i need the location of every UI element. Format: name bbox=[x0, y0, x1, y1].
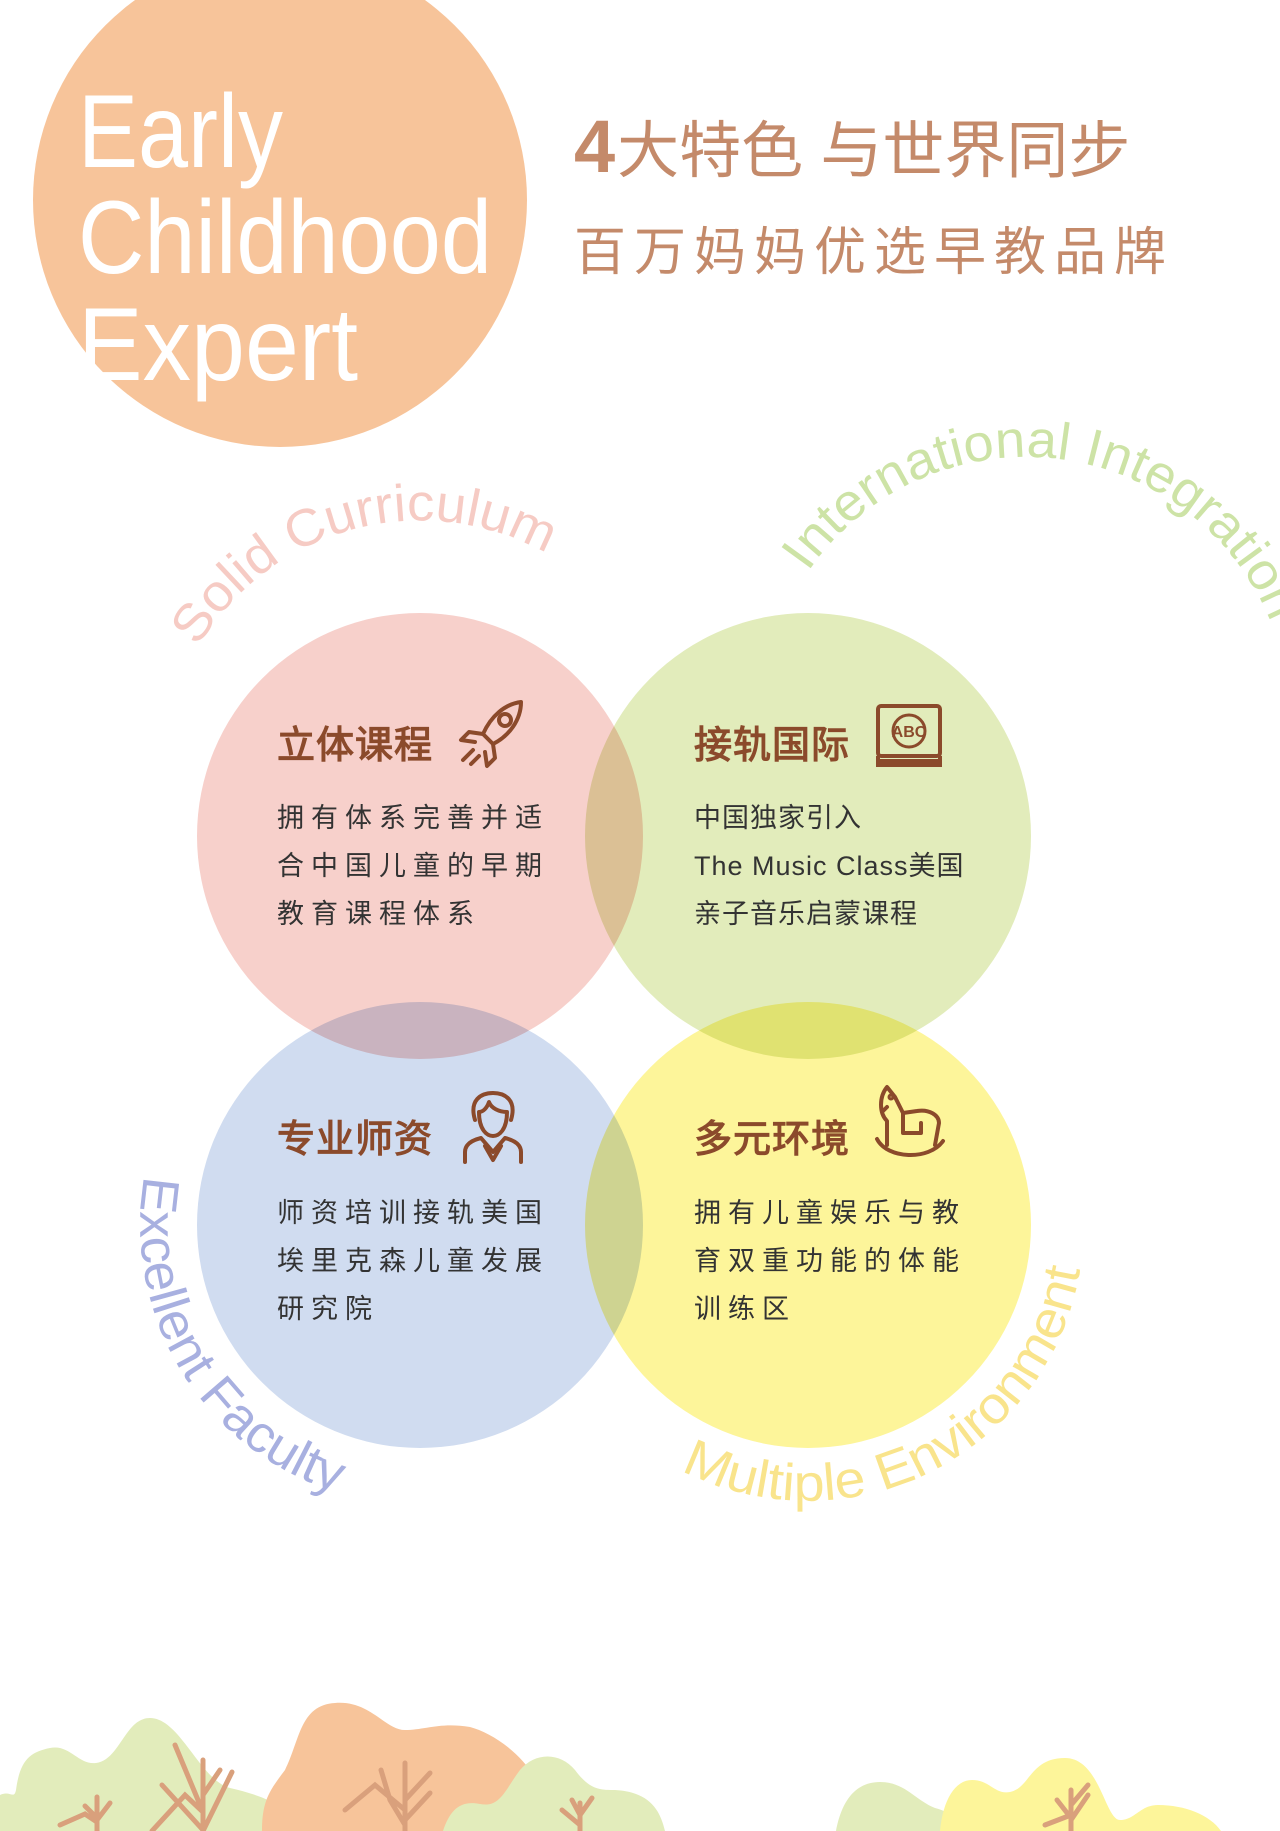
bushes-illustration bbox=[0, 1702, 1221, 1831]
main-heading: 4大特色 与世界同步 bbox=[574, 102, 1130, 197]
feature-text-international: 中国独家引入 The Music Class美国 亲子音乐启蒙课程 bbox=[694, 794, 965, 938]
hero-line-early: Early bbox=[78, 74, 283, 190]
heading-title: 大特色 与世界同步 bbox=[617, 117, 1131, 186]
feature-text-curriculum: 拥有体系完善并适 合中国儿童的早期 教育课程体系 bbox=[277, 794, 549, 938]
circle-faculty bbox=[197, 1002, 643, 1448]
feature-line: 训练区 bbox=[694, 1294, 796, 1324]
feature-line: 合中国儿童的早期 bbox=[277, 851, 549, 881]
hero-line-expert: Expert bbox=[78, 287, 358, 403]
abc-book-icon: ABC bbox=[876, 704, 942, 767]
feature-line: 拥有体系完善并适 bbox=[277, 803, 549, 833]
arc-label-international: International Integration bbox=[771, 411, 1280, 628]
feature-line: 师资培训接轨美国 bbox=[277, 1198, 549, 1228]
feature-title-faculty: 专业师资 bbox=[277, 1119, 434, 1161]
heading-subtitle: 百万妈妈优选早教品牌 bbox=[574, 224, 1175, 282]
rocket-icon bbox=[459, 700, 523, 768]
bush-green-middle bbox=[443, 1756, 665, 1831]
feature-title-international: 接轨国际 bbox=[694, 725, 851, 767]
tree-branches bbox=[57, 1742, 1091, 1831]
circle-environment bbox=[585, 1002, 1031, 1448]
feature-line: The Music Class美国 bbox=[694, 851, 965, 881]
hero-graphic: Early Childhood Expert bbox=[33, 0, 527, 447]
heading-number: 4 bbox=[574, 105, 616, 188]
feature-line: 中国独家引入 bbox=[694, 803, 862, 833]
feature-line: 拥有儿童娱乐与教 bbox=[694, 1198, 966, 1228]
bush-green-left bbox=[0, 1718, 303, 1831]
hero-line-childhood: Childhood bbox=[78, 180, 492, 296]
hero-circle bbox=[33, 0, 527, 447]
bush-green-right bbox=[836, 1782, 965, 1831]
feature-title-environment: 多元环境 bbox=[694, 1119, 851, 1161]
circle-international bbox=[585, 613, 1031, 1059]
feature-line: 教育课程体系 bbox=[277, 899, 481, 929]
svg-text:ABC: ABC bbox=[892, 724, 927, 741]
rocking-horse-icon bbox=[875, 1085, 945, 1157]
features-diagram: Solid Curriculum International Integrati… bbox=[128, 411, 1280, 1513]
teacher-icon bbox=[463, 1091, 523, 1164]
feature-line: 埃里克森儿童发展 bbox=[277, 1246, 549, 1276]
circle-curriculum bbox=[197, 613, 643, 1059]
feature-text-faculty: 师资培训接轨美国 埃里克森儿童发展 研究院 bbox=[277, 1189, 549, 1333]
feature-text-environment: 拥有儿童娱乐与教 育双重功能的体能 训练区 bbox=[694, 1189, 966, 1333]
feature-line: 育双重功能的体能 bbox=[694, 1246, 966, 1276]
feature-line: 亲子音乐启蒙课程 bbox=[694, 899, 918, 929]
feature-line: 研究院 bbox=[277, 1294, 379, 1324]
feature-title-curriculum: 立体课程 bbox=[277, 725, 434, 767]
